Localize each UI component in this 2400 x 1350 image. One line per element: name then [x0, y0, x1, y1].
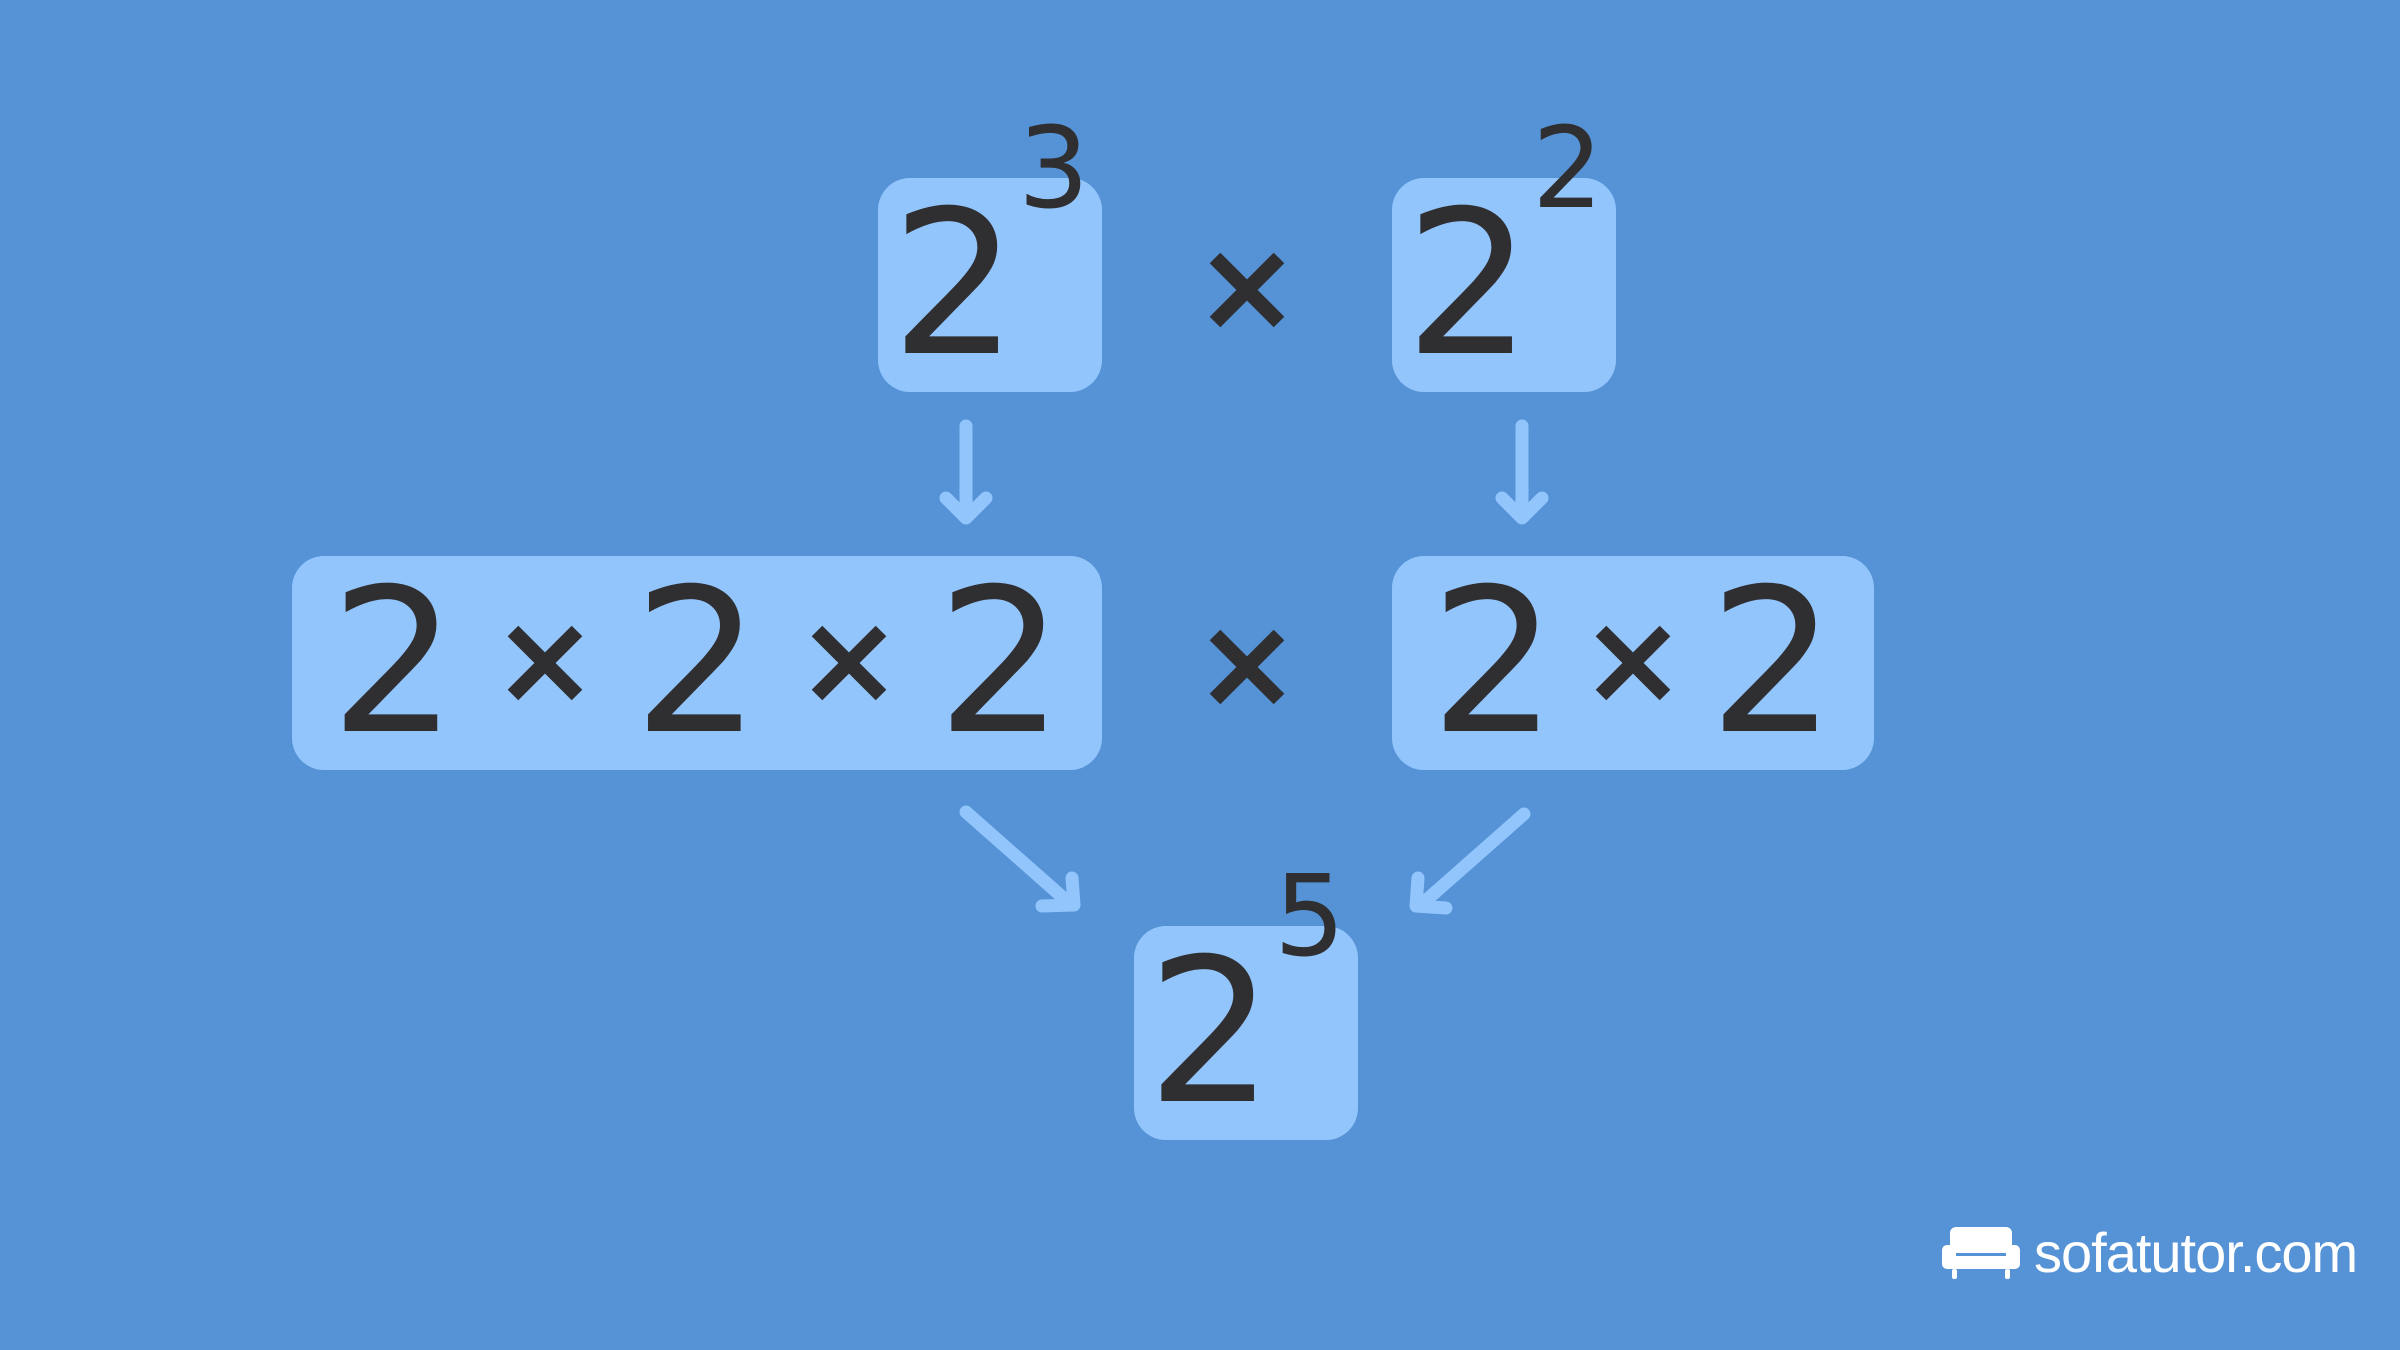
arrow-diagonal-left — [1409, 807, 1531, 915]
base: 2 — [1146, 916, 1274, 1149]
power-box-2-squared: 2 2 — [1392, 113, 1616, 401]
sofa-icon — [1942, 1227, 2020, 1279]
exponent: 2 — [1531, 104, 1604, 234]
factor: 2 — [1708, 546, 1836, 779]
arrow-diagonal-right — [959, 805, 1081, 913]
multiply-icon — [811, 625, 886, 701]
base: 2 — [890, 168, 1018, 401]
multiply-icon — [508, 625, 583, 701]
power-expression: 2 5 — [1134, 861, 1358, 1149]
logo-text: sofatutor.com — [2034, 1221, 2358, 1284]
sofatutor-logo: sofatutor.com — [1940, 1218, 2358, 1288]
expansion-expression: 2 2 2 — [292, 563, 1102, 763]
exponent: 3 — [1017, 104, 1090, 234]
factor: 2 — [1430, 546, 1558, 779]
multiply-icon — [1209, 252, 1285, 328]
factor: 2 — [633, 546, 761, 779]
expansion-expression: 2 2 — [1392, 563, 1874, 763]
multiply-sign-middle — [1207, 627, 1287, 707]
result-box-2-fifth: 2 5 — [1134, 861, 1358, 1149]
power-box-2-cubed: 2 3 — [878, 113, 1102, 401]
exponent: 5 — [1273, 852, 1346, 982]
base: 2 — [1404, 168, 1532, 401]
expansion-box-2-squared: 2 2 — [1392, 556, 1874, 770]
expansion-box-2-cubed: 2 2 2 — [292, 556, 1102, 770]
multiply-sign-top — [1207, 250, 1287, 330]
multiply-icon — [1595, 625, 1671, 701]
arrow-down-right — [1495, 419, 1549, 525]
factor: 2 — [936, 546, 1064, 779]
arrow-down-left — [939, 419, 993, 525]
power-expression: 2 3 — [878, 113, 1102, 401]
factor: 2 — [330, 546, 458, 779]
power-expression: 2 2 — [1392, 113, 1616, 401]
multiply-icon — [1209, 629, 1285, 705]
